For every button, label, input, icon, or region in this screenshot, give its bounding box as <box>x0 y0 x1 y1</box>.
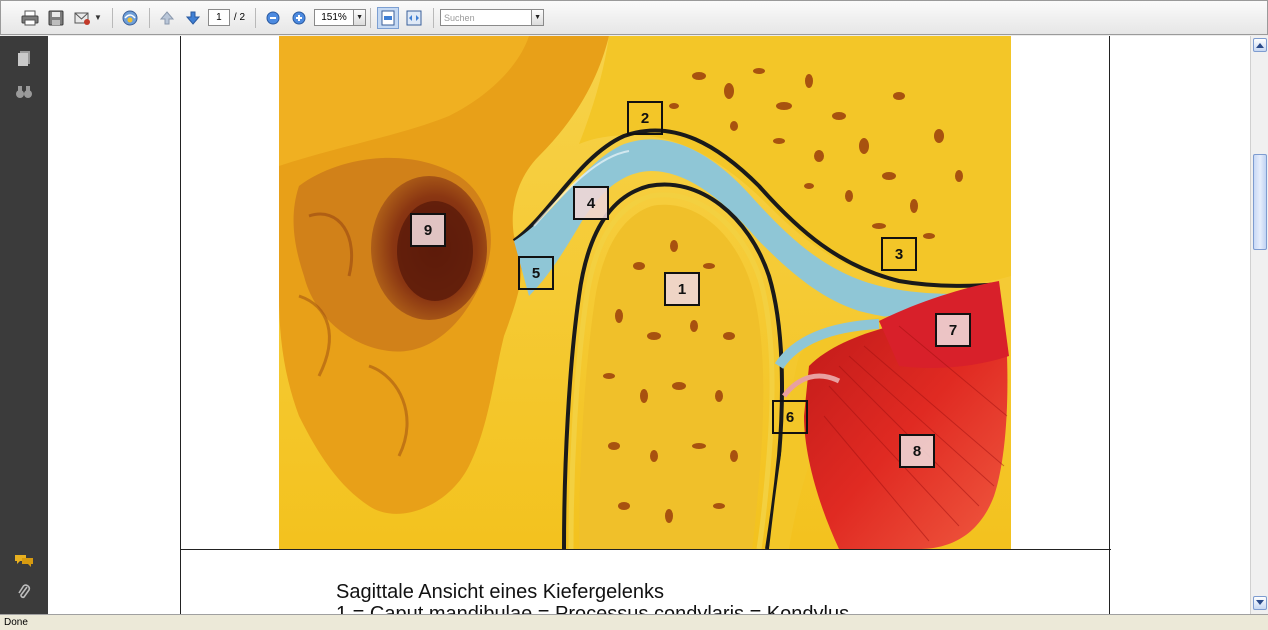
next-page-icon[interactable] <box>182 7 204 29</box>
scrollbar-thumb[interactable] <box>1253 154 1267 250</box>
toolbar-separator <box>255 8 256 28</box>
zoom-out-icon[interactable] <box>262 7 284 29</box>
figure-label: 5 <box>518 256 554 290</box>
fit-page-icon[interactable] <box>377 7 399 29</box>
bookmarks-icon[interactable] <box>14 82 34 102</box>
figure-label: 3 <box>881 237 917 271</box>
caption-line-1: 1 = Caput mandibulae = Processus condyla… <box>336 603 849 614</box>
figure-label: 8 <box>899 434 935 468</box>
attachments-icon[interactable] <box>14 582 34 602</box>
scroll-up-icon[interactable] <box>1253 38 1267 52</box>
figure-label: 4 <box>573 186 609 220</box>
print-icon[interactable] <box>19 7 41 29</box>
previous-page-icon[interactable] <box>156 7 178 29</box>
figure-divider <box>181 549 1111 550</box>
tmj-illustration: 2 4 9 5 3 1 7 6 8 <box>279 36 1011 549</box>
comments-icon[interactable] <box>14 550 34 570</box>
toolbar-separator <box>370 8 371 28</box>
document-view[interactable]: 2 4 9 5 3 1 7 6 8 Sagittale Ansicht eine… <box>48 36 1250 614</box>
figure-label: 7 <box>935 313 971 347</box>
zoom-level-input[interactable]: 151% <box>314 9 354 26</box>
email-icon[interactable] <box>71 7 93 29</box>
search-input[interactable]: Suchen <box>440 9 532 26</box>
toolbar: ▼ 1 / 2 151% ▼ Suchen ▼ <box>0 0 1268 35</box>
figure-label: 1 <box>664 272 700 306</box>
figure-label: 6 <box>772 400 808 434</box>
zoom-in-icon[interactable] <box>288 7 310 29</box>
toolbar-separator <box>112 8 113 28</box>
fit-width-icon[interactable] <box>403 7 425 29</box>
figure-label: 2 <box>627 101 663 135</box>
navigation-panel <box>0 36 48 614</box>
caption-title: Sagittale Ansicht eines Kiefergelenks <box>336 581 664 604</box>
vertical-scrollbar[interactable] <box>1250 36 1268 614</box>
page-total-label: / 2 <box>234 12 245 23</box>
toolbar-separator <box>149 8 150 28</box>
pdf-page: 2 4 9 5 3 1 7 6 8 Sagittale Ansicht eine… <box>180 36 1110 614</box>
zoom-dropdown-icon[interactable]: ▼ <box>354 9 366 26</box>
status-bar: Done <box>0 614 1268 630</box>
search-dropdown-icon[interactable]: ▼ <box>532 9 544 26</box>
email-dropdown-icon[interactable]: ▼ <box>94 13 102 22</box>
toolbar-separator <box>433 8 434 28</box>
status-text: Done <box>4 617 28 628</box>
collaborate-icon[interactable] <box>119 7 141 29</box>
save-icon[interactable] <box>45 7 67 29</box>
page-number-input[interactable]: 1 <box>208 9 230 26</box>
figure-label: 9 <box>410 213 446 247</box>
pages-icon[interactable] <box>14 48 34 68</box>
scroll-down-icon[interactable] <box>1253 596 1267 610</box>
